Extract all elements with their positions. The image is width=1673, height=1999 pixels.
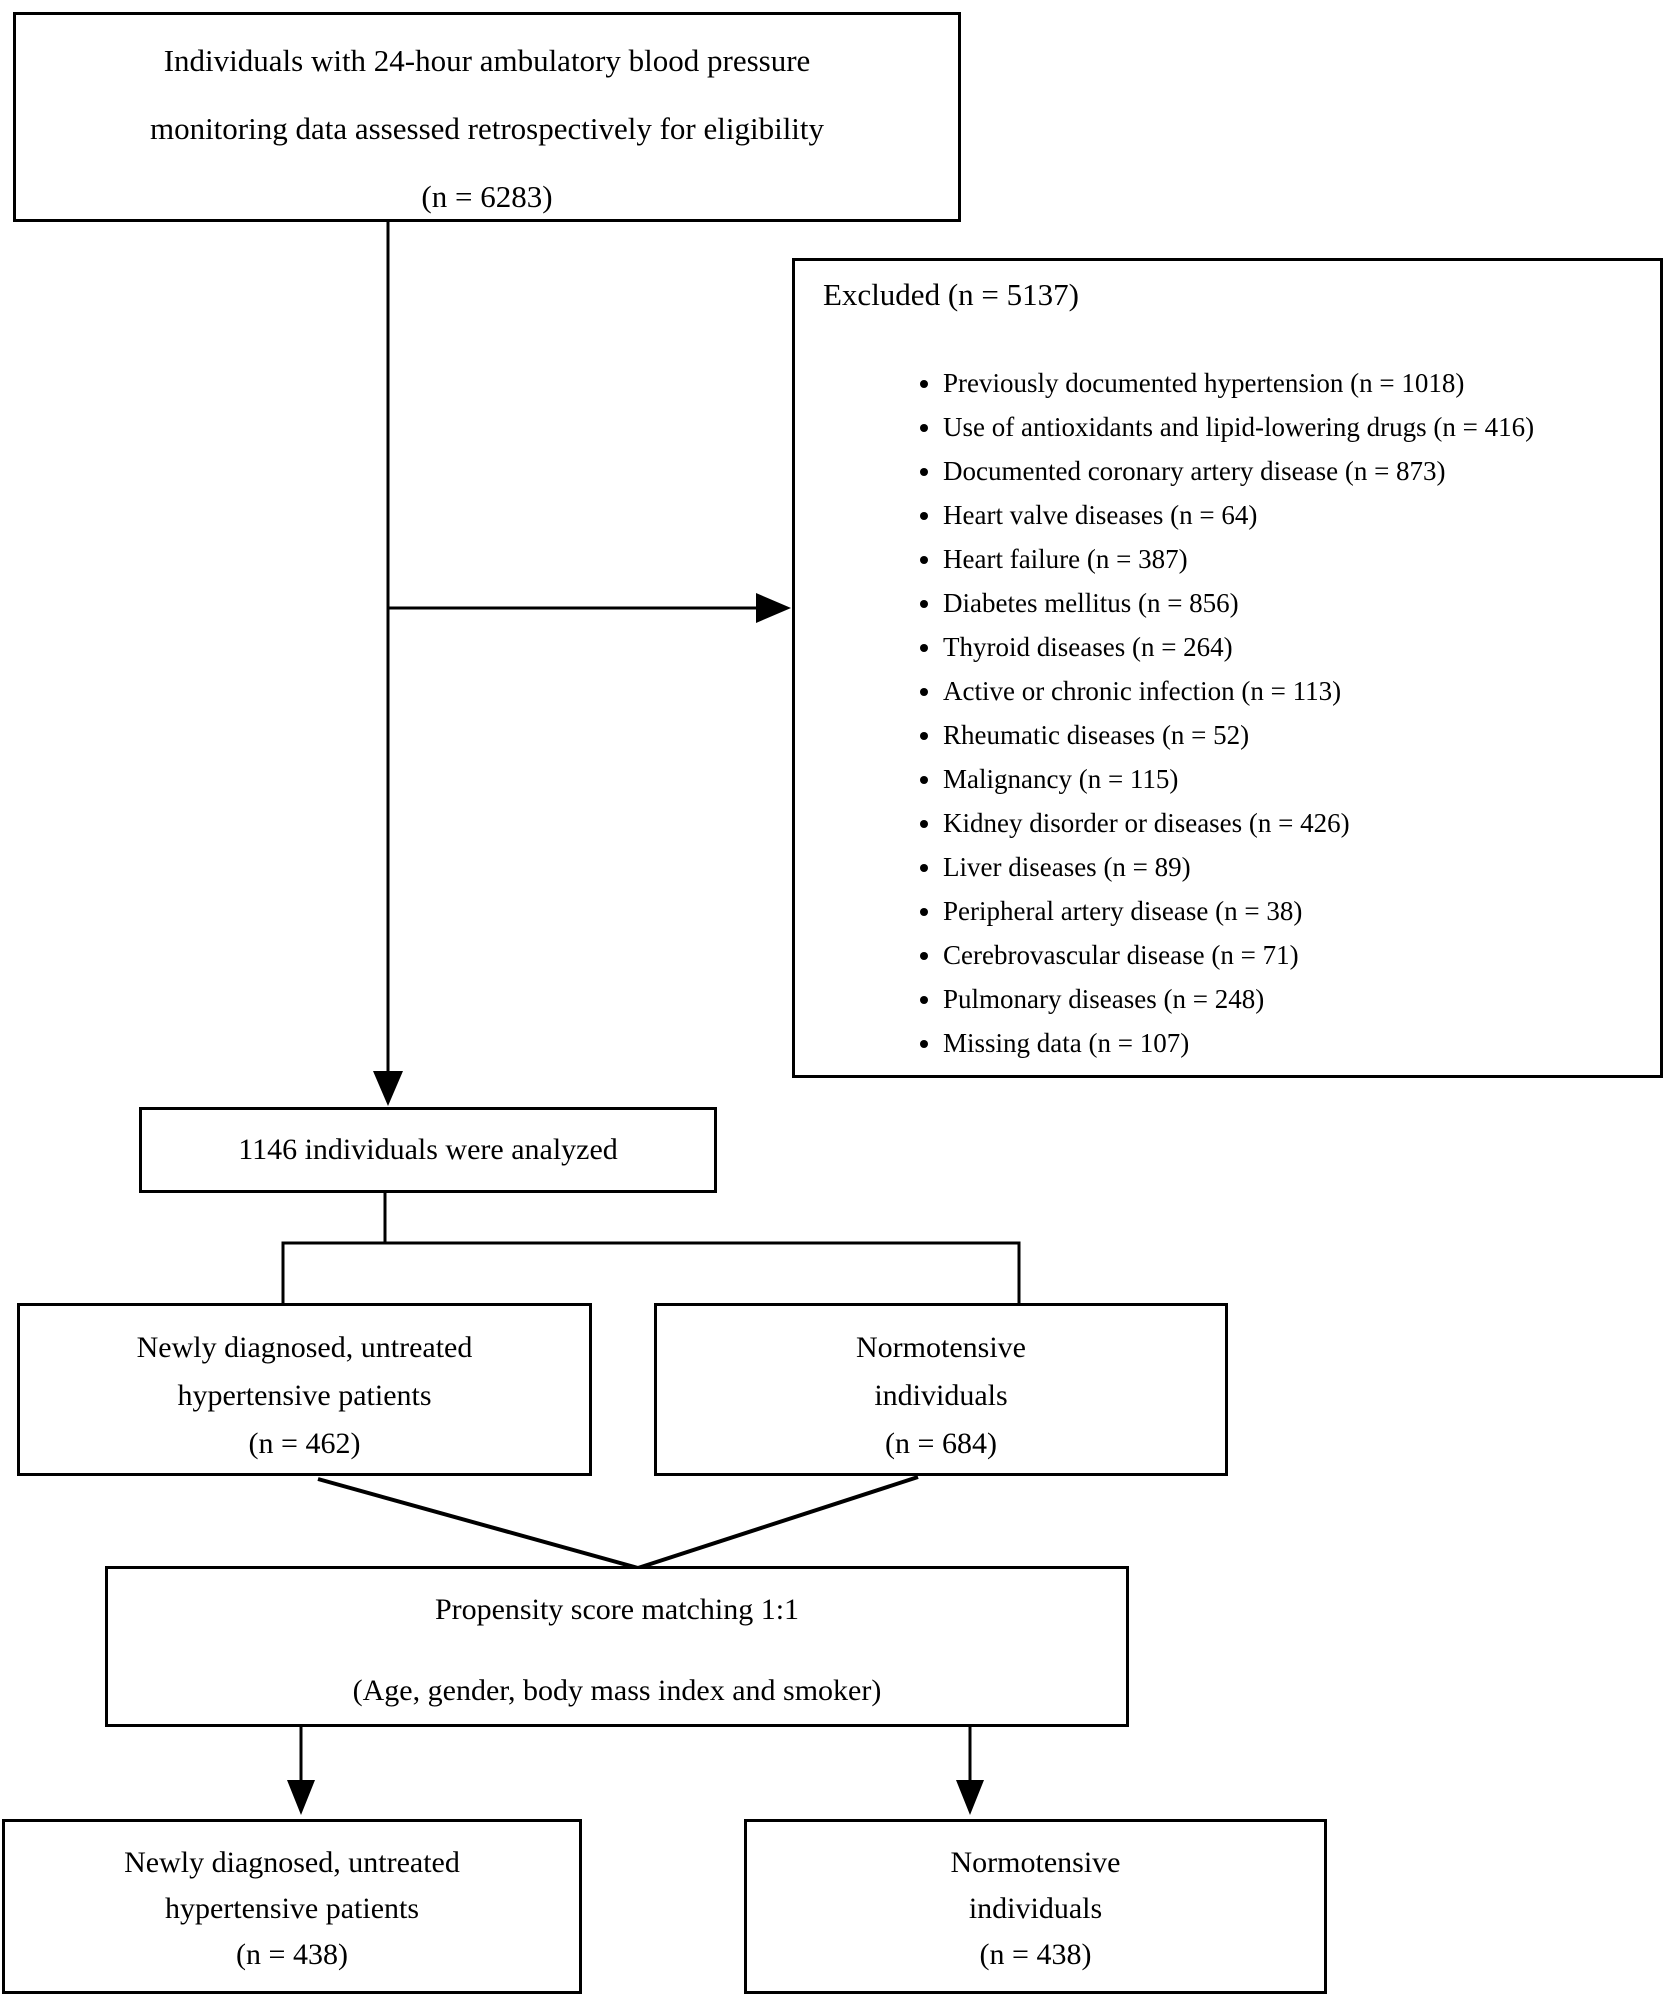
normotensive-pre-line-1: Normotensive [856,1331,1026,1364]
normotensive-pre-line-2: individuals [874,1379,1008,1412]
excluded-item: Documented coronary artery disease (n = … [943,449,1534,493]
excluded-item: Previously documented hypertension (n = … [943,361,1534,405]
arrowhead-down-right [956,1780,984,1815]
excluded-item: Peripheral artery disease (n = 38) [943,889,1534,933]
matching-line-2: (Age, gender, body mass index and smoker… [352,1674,882,1707]
excluded-item: Heart valve diseases (n = 64) [943,493,1534,537]
excluded-item: Malignancy (n = 115) [943,757,1534,801]
excluded-item: Cerebrovascular disease (n = 71) [943,933,1534,977]
hypertensive-post-count: (n = 438) [236,1938,348,1971]
excluded-box: Excluded (n = 5137) Previously documente… [792,258,1663,1078]
hypertensive-pre-match-box: Newly diagnosed, untreated hypertensive … [17,1303,592,1476]
excluded-item: Diabetes mellitus (n = 856) [943,581,1534,625]
normotensive-post-line-1: Normotensive [950,1846,1121,1879]
normotensive-pre-count: (n = 684) [885,1427,997,1460]
hypertensive-pre-line-2: hypertensive patients [177,1379,432,1412]
eligibility-count: (n = 6283) [421,179,553,214]
arrowhead-right-excluded [756,593,791,623]
excluded-item: Thyroid diseases (n = 264) [943,625,1534,669]
connector-branch [281,1241,1021,1304]
analyzed-box: 1146 individuals were analyzed [139,1107,717,1193]
matching-line-1: Propensity score matching 1:1 [434,1593,800,1626]
excluded-item: Use of antioxidants and lipid-lowering d… [943,405,1534,449]
eligibility-box: Individuals with 24-hour ambulatory bloo… [13,12,961,222]
arrowhead-down-analyzed [373,1071,403,1106]
hypertensive-post-line-1: Newly diagnosed, untreated [124,1846,460,1879]
normotensive-post-line-2: individuals [968,1892,1103,1925]
excluded-title: Excluded (n = 5137) [823,277,1079,312]
hypertensive-pre-count: (n = 462) [248,1427,361,1460]
normotensive-pre-match-box: Normotensive individuals (n = 684) [654,1303,1228,1476]
connector-diagonal-left [317,1477,639,1570]
hypertensive-post-match-box: Newly diagnosed, untreated hypertensive … [2,1819,582,1994]
excluded-item: Heart failure (n = 387) [943,537,1534,581]
hypertensive-post-line-2: hypertensive patients [164,1892,420,1925]
hypertensive-pre-line-1: Newly diagnosed, untreated [136,1331,473,1364]
excluded-item: Rheumatic diseases (n = 52) [943,713,1534,757]
excluded-list: Previously documented hypertension (n = … [887,361,1534,1065]
excluded-item: Liver diseases (n = 89) [943,845,1534,889]
excluded-item: Missing data (n = 107) [943,1021,1534,1065]
matching-box: Propensity score matching 1:1 (Age, gend… [105,1566,1129,1727]
excluded-item: Pulmonary diseases (n = 248) [943,977,1534,1021]
excluded-item: Kidney disorder or diseases (n = 426) [943,801,1534,845]
excluded-item: Active or chronic infection (n = 113) [943,669,1534,713]
normotensive-post-match-box: Normotensive individuals (n = 438) [744,1819,1327,1994]
arrowhead-down-left [287,1780,315,1815]
eligibility-line-2: monitoring data assessed retrospectively… [149,111,825,146]
eligibility-line-1: Individuals with 24-hour ambulatory bloo… [163,43,811,78]
connector-diagonal-right [637,1475,919,1570]
normotensive-post-count: (n = 438) [979,1938,1092,1971]
analyzed-text: 1146 individuals were analyzed [238,1133,618,1166]
